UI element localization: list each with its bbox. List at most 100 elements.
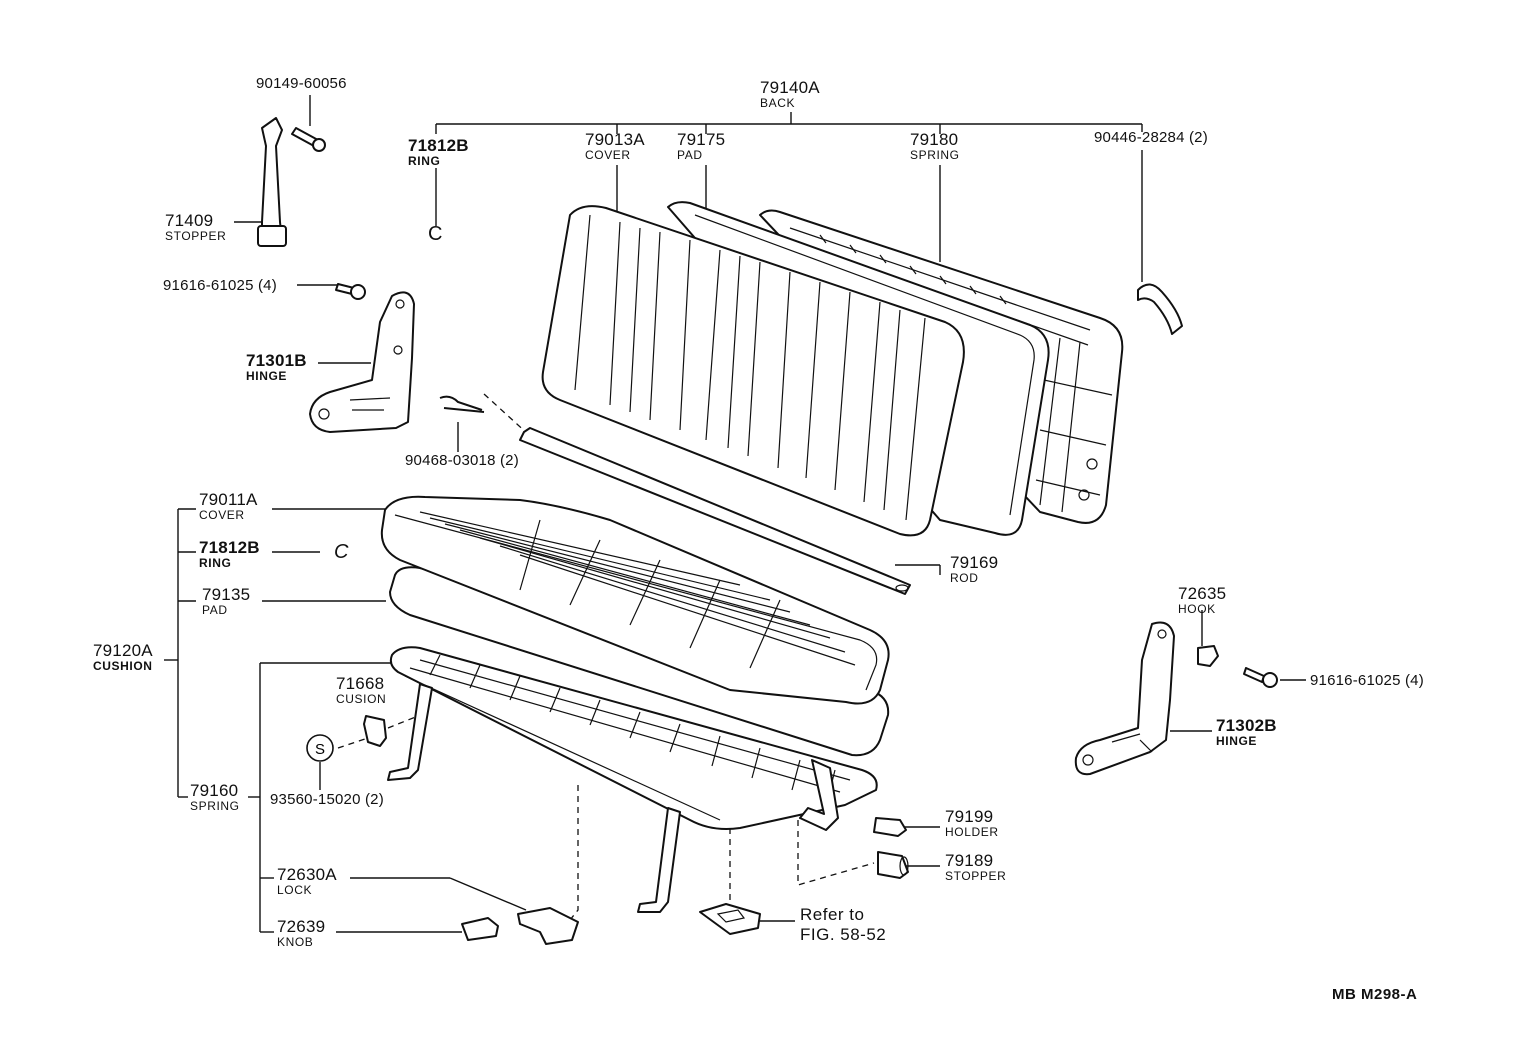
- label-bolt-left: 91616-61025 (4): [163, 278, 277, 293]
- label-ring-back: 71812B RING: [408, 137, 469, 167]
- bolt-right-part: [1243, 667, 1278, 688]
- label-spring-cush: 79160 SPRING: [190, 782, 240, 812]
- label-holder: 79199 HOLDER: [945, 808, 999, 838]
- reference-line2: FIG. 58-52: [800, 925, 887, 945]
- label-cusion-name: CUSION: [336, 692, 387, 706]
- label-ring-cush-number: 71812B: [199, 538, 260, 557]
- label-cover-cush-number: 79011A: [199, 490, 258, 509]
- cushion-spring-frame: [387, 646, 878, 913]
- label-pad-cush: 79135 PAD: [202, 586, 250, 616]
- diagram-code-text: MB M298-A: [1332, 986, 1418, 1003]
- label-hook-name: HOOK: [1178, 602, 1216, 616]
- stopper-belt-part: [257, 117, 287, 247]
- label-ring-back-number: 71812B: [408, 136, 469, 155]
- label-clip-rod-number: 90468-03018 (2): [405, 452, 519, 469]
- label-stopper-name: STOPPER: [945, 869, 1007, 883]
- label-cusion-number: 71668: [336, 674, 385, 693]
- label-bolt-right: 91616-61025 (4): [1310, 673, 1424, 688]
- label-cushion: 79120A CUSHION: [93, 642, 153, 672]
- ring-cush-glyph: C: [334, 541, 349, 563]
- leader-lines: [164, 95, 1306, 933]
- label-clip-rod: 90468-03018 (2): [405, 453, 519, 468]
- label-rod-name: ROD: [950, 571, 979, 585]
- reference-line1: Refer to: [800, 905, 865, 924]
- lock-part: [517, 907, 579, 945]
- label-pad-cush-name: PAD: [202, 603, 228, 617]
- cushion-pad: [389, 566, 890, 757]
- label-hook-number: 72635: [1178, 584, 1227, 603]
- knob-part: [461, 917, 499, 941]
- bolt-left-part: [335, 283, 366, 300]
- label-cushion-number: 79120A: [93, 641, 153, 660]
- label-back-name: BACK: [760, 96, 796, 110]
- label-knob-name: KNOB: [277, 935, 314, 949]
- s-marker: S: [306, 734, 334, 762]
- label-pad-back-name: PAD: [677, 148, 703, 162]
- label-hinge-right-number: 71302B: [1216, 716, 1277, 735]
- label-cover-back-number: 79013A: [585, 130, 645, 149]
- holder-part: [873, 817, 907, 837]
- label-hinge-left-number: 71301B: [246, 351, 307, 370]
- diagram-code: MB M298-A: [1332, 987, 1417, 1002]
- label-pad-cush-number: 79135: [202, 585, 251, 604]
- hose-clip-part: [1137, 283, 1183, 335]
- s-marker-text: S: [315, 741, 325, 758]
- label-cover-back: 79013A COVER: [585, 131, 645, 161]
- label-lock-name: LOCK: [277, 883, 313, 897]
- reference-note: Refer to FIG. 58-52: [800, 905, 886, 946]
- label-bolt-left-number: 91616-61025 (4): [163, 277, 277, 294]
- label-holder-name: HOLDER: [945, 825, 999, 839]
- label-holder-number: 79199: [945, 807, 994, 826]
- rod-part: [519, 427, 911, 595]
- label-hook: 72635 HOOK: [1178, 585, 1226, 615]
- label-ring-cush-name: RING: [199, 556, 232, 570]
- hinge-left-part: [309, 291, 415, 433]
- back-cover: [541, 205, 965, 537]
- label-hose-clip-number: 90446-28284 (2): [1094, 129, 1208, 146]
- label-rod: 79169 ROD: [950, 554, 998, 584]
- label-hinge-left-name: HINGE: [246, 369, 288, 383]
- label-cusion: 71668 CUSION: [336, 675, 386, 705]
- label-knob: 72639 KNOB: [277, 918, 325, 948]
- ref-plate-part: [699, 903, 761, 935]
- screw-top-part: [291, 127, 326, 152]
- label-hinge-right: 71302B HINGE: [1216, 717, 1277, 747]
- label-stopper-number: 79189: [945, 851, 994, 870]
- label-rod-number: 79169: [950, 553, 999, 572]
- hinge-right-part: [1074, 621, 1175, 776]
- label-ring-cush: 71812B RING: [199, 539, 260, 569]
- label-hinge-right-name: HINGE: [1216, 734, 1258, 748]
- label-hinge-left: 71301B HINGE: [246, 352, 307, 382]
- label-screw-s-number: 93560-15020 (2): [270, 791, 384, 808]
- label-lock-number: 72630A: [277, 865, 337, 884]
- label-screw-top: 90149-60056: [256, 76, 347, 91]
- label-cover-back-name: COVER: [585, 148, 631, 162]
- label-pad-back-number: 79175: [677, 130, 726, 149]
- label-hose-clip: 90446-28284 (2): [1094, 130, 1208, 145]
- label-cover-cush: 79011A COVER: [199, 491, 258, 521]
- cushion-cover: [380, 495, 890, 705]
- label-spring-cush-name: SPRING: [190, 799, 240, 813]
- label-stopper-belt-name: STOPPER: [165, 229, 227, 243]
- label-spring-back-number: 79180: [910, 130, 959, 149]
- label-screw-s: 93560-15020 (2): [270, 792, 384, 807]
- label-stopper: 79189 STOPPER: [945, 852, 1006, 882]
- label-back-number: 79140A: [760, 78, 820, 97]
- assembly-lines: [337, 393, 875, 921]
- hook-part: [1197, 645, 1219, 667]
- label-cover-cush-name: COVER: [199, 508, 245, 522]
- label-back: 79140A BACK: [760, 79, 820, 109]
- label-spring-back-name: SPRING: [910, 148, 960, 162]
- label-knob-number: 72639: [277, 917, 326, 936]
- clip-rod-part: [439, 395, 485, 413]
- label-bolt-right-number: 91616-61025 (4): [1310, 672, 1424, 689]
- label-cushion-name: CUSHION: [93, 659, 153, 673]
- label-stopper-belt-number: 71409: [165, 211, 214, 230]
- cusion-part: [363, 715, 387, 747]
- label-screw-top-number: 90149-60056: [256, 75, 347, 92]
- label-spring-back: 79180 SPRING: [910, 131, 960, 161]
- label-pad-back: 79175 PAD: [677, 131, 725, 161]
- label-ring-back-name: RING: [408, 154, 441, 168]
- label-stopper-belt: 71409 STOPPER: [165, 212, 226, 242]
